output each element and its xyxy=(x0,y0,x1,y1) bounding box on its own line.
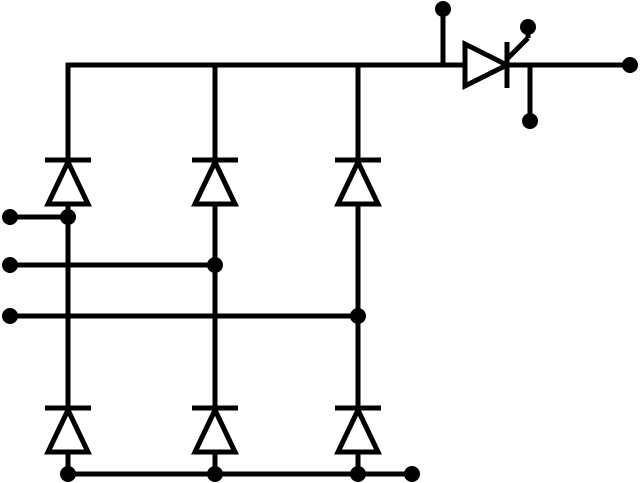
dc-output-terminal xyxy=(622,57,638,73)
diode-triangle xyxy=(191,156,239,207)
junction-dot-ac2 xyxy=(207,257,223,273)
diode-triangle xyxy=(44,404,92,455)
upper-diodes xyxy=(44,156,382,207)
junction-dot-neg-1 xyxy=(60,466,76,482)
junction-nodes xyxy=(60,209,366,482)
thyristor-triangle xyxy=(462,39,513,91)
thyristor xyxy=(462,39,513,91)
lower-diodes xyxy=(44,404,382,455)
thyristor-aux-terminal xyxy=(435,1,451,17)
diode-triangle xyxy=(334,156,382,207)
thyristor-gate-terminal xyxy=(520,19,536,35)
dc-negative-terminal xyxy=(404,466,420,482)
thyristor-gate-lead-diagonal xyxy=(506,36,530,60)
ac-terminal-2 xyxy=(2,257,18,273)
diode-triangle xyxy=(44,156,92,207)
thyristor-cathode-terminal xyxy=(522,113,538,129)
diode-lower-2 xyxy=(191,404,239,455)
ac-terminal-1 xyxy=(2,209,18,225)
wiring xyxy=(10,10,630,477)
junction-dot-ac1 xyxy=(60,209,76,225)
diode-upper-3 xyxy=(334,156,382,207)
junction-dot-ac3 xyxy=(350,308,366,324)
diode-upper-1 xyxy=(44,156,92,207)
ac-terminal-3 xyxy=(2,308,18,324)
diode-lower-3 xyxy=(334,404,382,455)
junction-dot-neg-3 xyxy=(350,466,366,482)
diode-triangle xyxy=(191,404,239,455)
diode-lower-1 xyxy=(44,404,92,455)
diode-upper-2 xyxy=(191,156,239,207)
junction-dot-neg-2 xyxy=(207,466,223,482)
diode-triangle xyxy=(334,404,382,455)
